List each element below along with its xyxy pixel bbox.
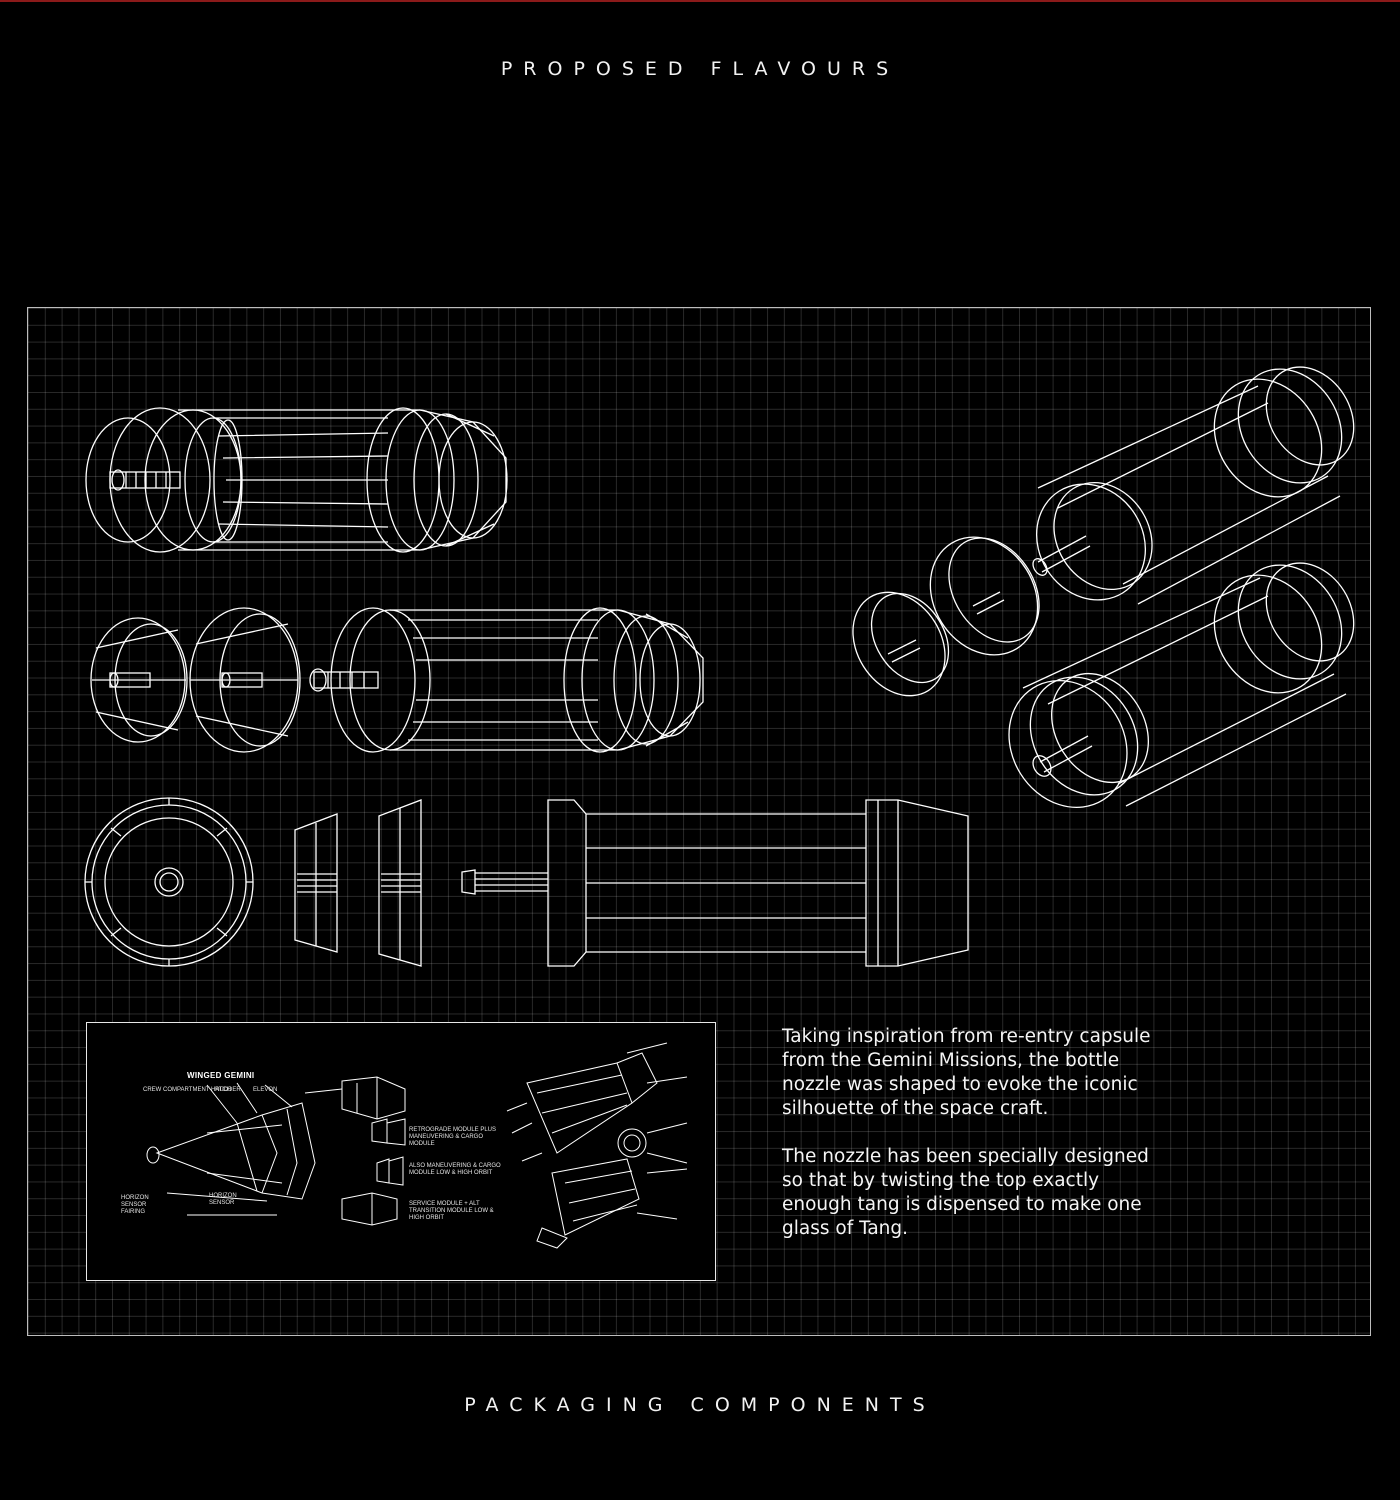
design-description: Taking inspiration from re-entry capsule… (782, 1025, 1162, 1265)
gemini-reference-sketch: WINGED GEMINI Crew compartment hatch Rud… (86, 1022, 716, 1281)
sketch-label-horizon-sensor: Horizon sensor (209, 1193, 237, 1206)
sketch-label-retrograde: Retrograde module plus maneuvering & car… (409, 1127, 497, 1147)
sketch-label-service-module: Service module + alt transition module l… (409, 1201, 494, 1221)
sketch-label-elevon: Elevon (253, 1087, 278, 1093)
sketch-label-horizon-fairing: Horizon sensor fairing (121, 1195, 149, 1215)
orthographic-views (84, 797, 969, 967)
exploded-bottle-wireframe (90, 607, 704, 753)
sketch-title: WINGED GEMINI (187, 1071, 255, 1080)
assembled-bottle-wireframe (85, 407, 508, 553)
diagonal-bottles-wireframe (852, 366, 1355, 809)
page-title: PROPOSED FLAVOURS (500, 58, 900, 80)
gemini-sketch-drawing (146, 1042, 688, 1249)
sketch-label-maneuvering: Also maneuvering & cargo module low & hi… (409, 1163, 501, 1176)
sketch-label-crew-hatch: Crew compartment hatch (143, 1087, 232, 1093)
wireframe-drawings (84, 366, 1355, 967)
description-paragraph-2: The nozzle has been specially designed s… (782, 1146, 1149, 1239)
blueprint-grid-panel: WINGED GEMINI Crew compartment hatch Rud… (27, 307, 1371, 1336)
section-title: PACKAGING COMPONENTS (464, 1394, 936, 1416)
description-paragraph-1: Taking inspiration from re-entry capsule… (782, 1026, 1151, 1119)
sketch-label-rudder: Rudder (215, 1087, 241, 1093)
top-accent-rule (0, 0, 1400, 2)
